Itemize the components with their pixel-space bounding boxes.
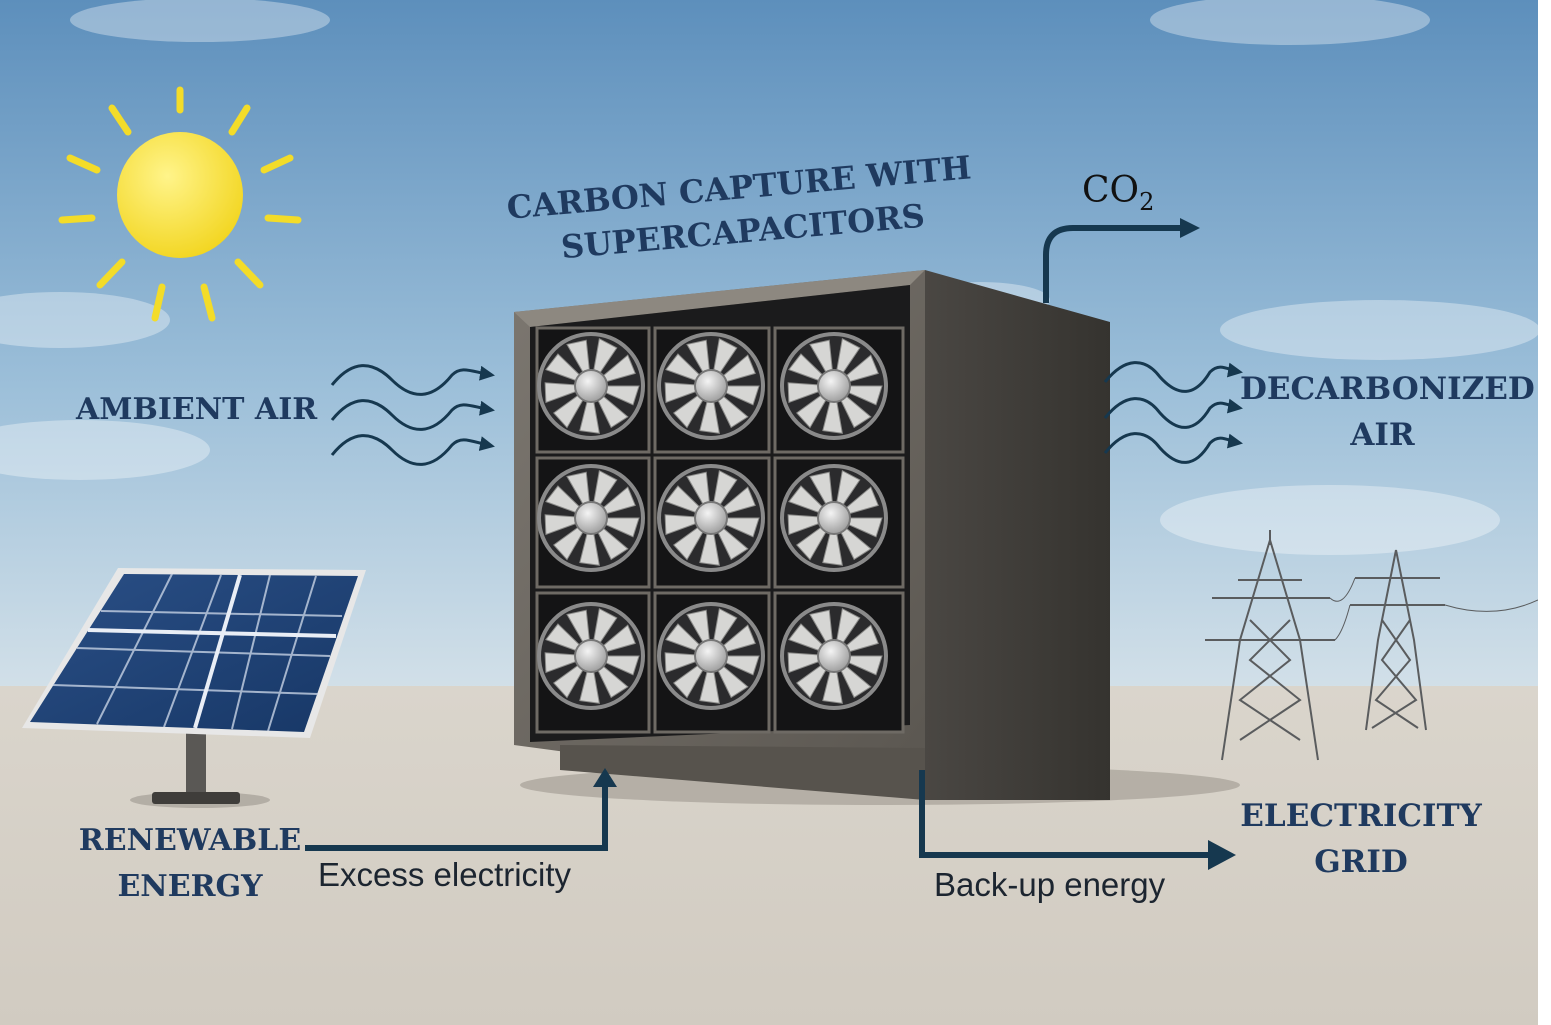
grid-line-2: GRID [1314,844,1408,880]
renewable-energy-label: RENEWABLE ENERGY [76,818,304,910]
excess-electricity-label: Excess electricity [318,856,572,893]
grid-line-1: ELECTRICITY [1240,798,1482,834]
electricity-grid-label: ELECTRICITY GRID [1240,793,1482,885]
fan-hub [574,369,608,403]
ambient-air-label: AMBIENT AIR [76,392,318,427]
decarbonized-line-1: DECARBONIZED [1240,371,1535,407]
fan-unit-icon [514,270,1240,805]
fan-hub [694,639,728,673]
fan-hub [574,501,608,535]
decarbonized-line-2: AIR [1350,417,1415,453]
right-margin [1538,0,1551,1025]
renewable-line-1: RENEWABLE [78,823,302,858]
co2-label: CO2 [1082,170,1154,216]
air-flow-icon [330,361,1243,466]
backup-energy-label: Back-up energy [934,866,1166,903]
transmission-tower-icon [1205,530,1538,761]
co2-subscript: 2 [1139,188,1155,217]
decarbonized-air-label: DECARBONIZED AIR [1240,366,1535,458]
co2-main: CO [1082,170,1140,211]
fan-hub [817,501,851,535]
solar-panel-icon [22,568,366,808]
fan-hub [817,369,851,403]
fan-hub [574,639,608,673]
arrow-icon [305,225,1212,858]
fan-hub [817,639,851,673]
sun-icon [58,86,302,322]
arrow-heads [593,218,1236,870]
fan-hub [694,501,728,535]
fan-hub [694,369,728,403]
renewable-line-2: ENERGY [117,869,263,904]
